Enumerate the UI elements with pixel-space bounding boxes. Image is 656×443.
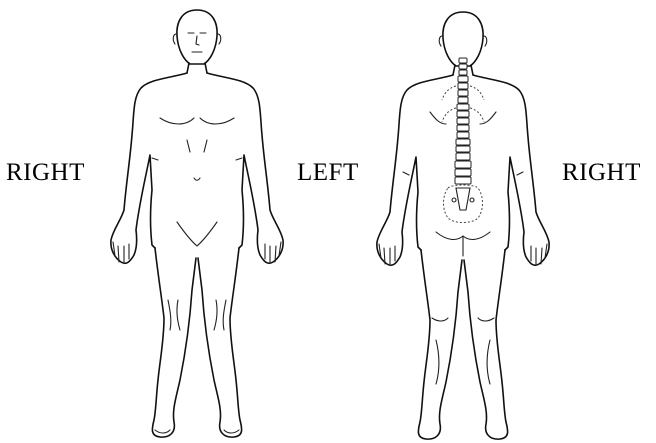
back-legs bbox=[418, 250, 507, 439]
spine bbox=[442, 58, 484, 223]
